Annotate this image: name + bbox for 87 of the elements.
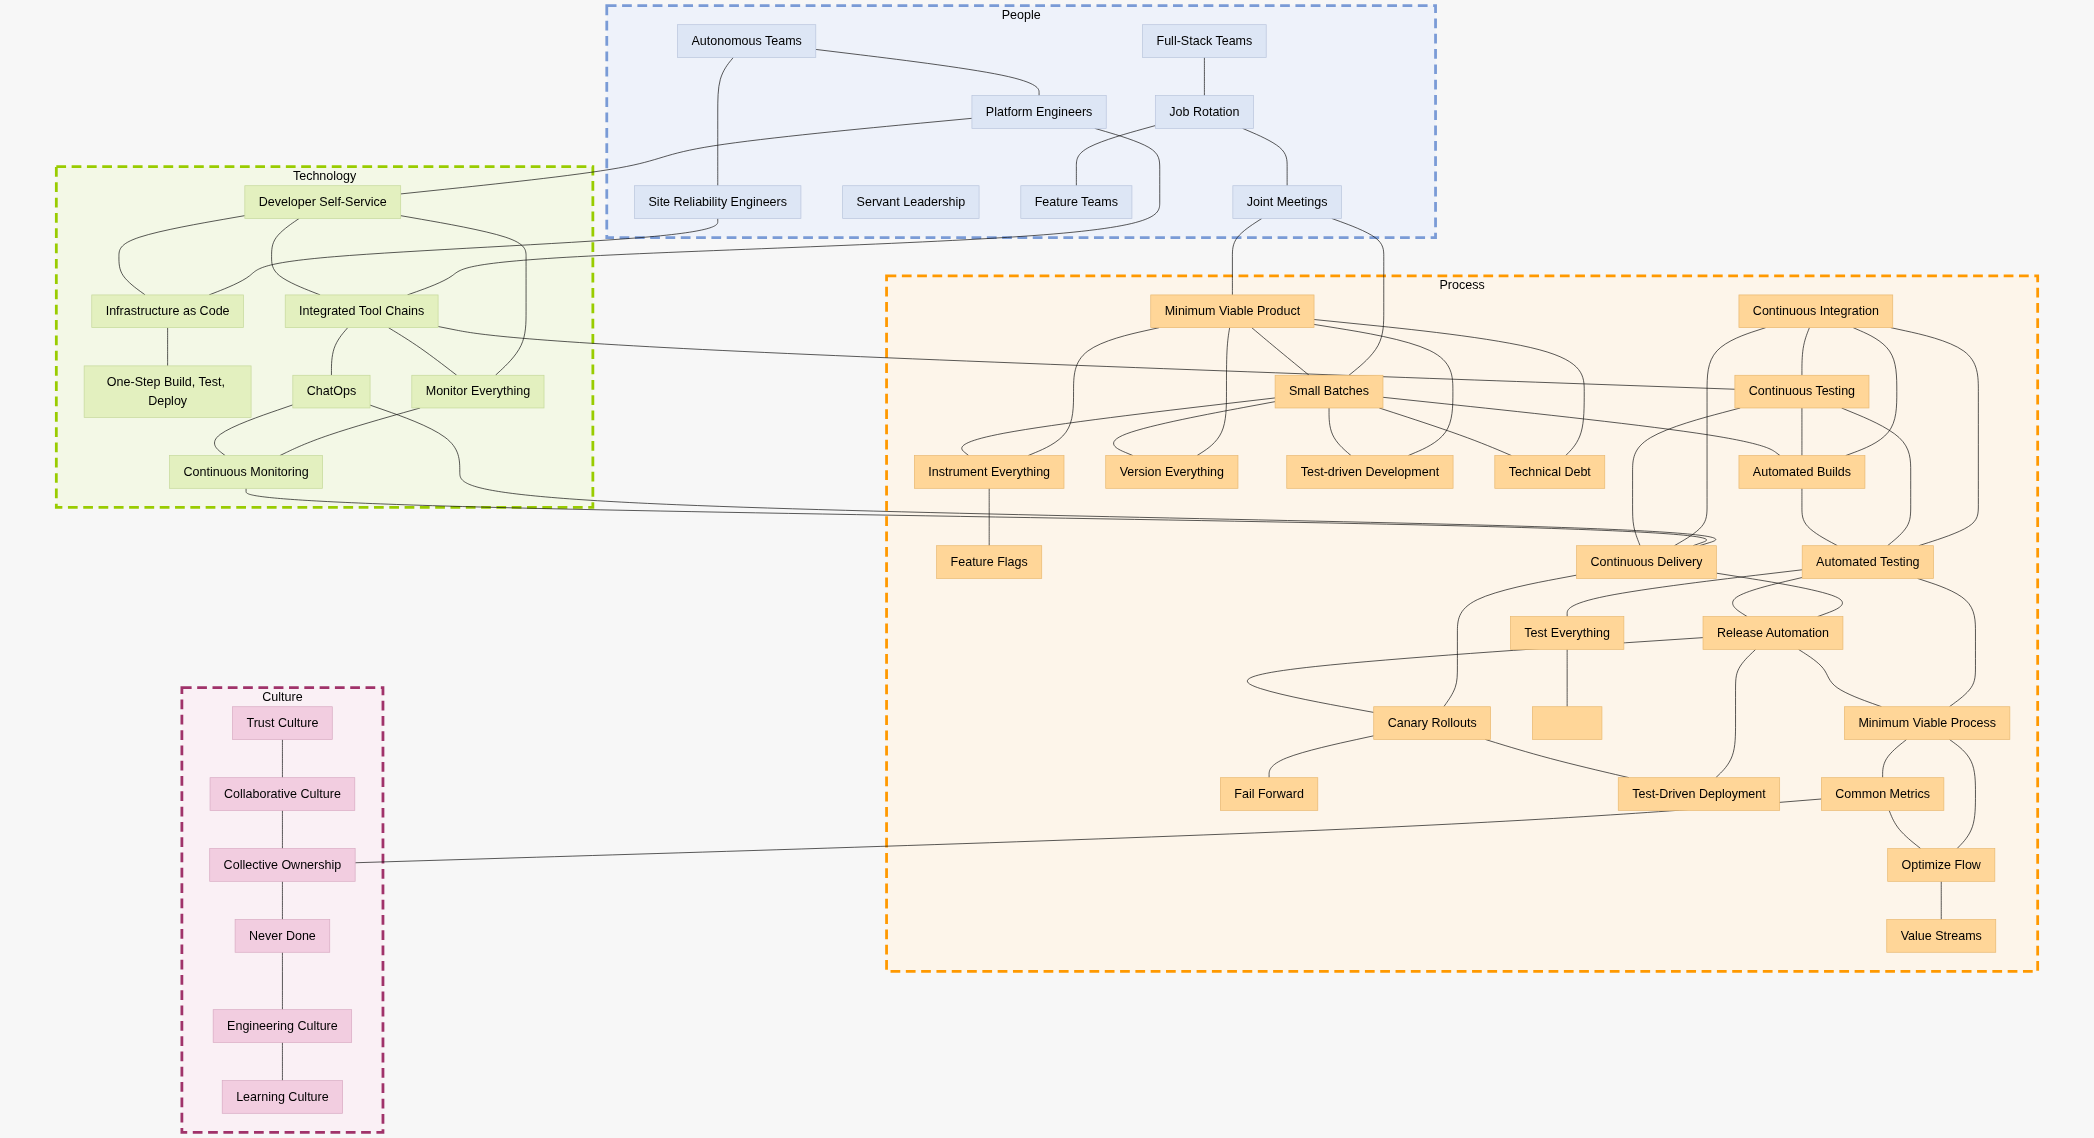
node-box: Integrated Tool Chains [284, 294, 439, 328]
connector [245, 487, 1707, 547]
node-box: Infrastructure as Code [91, 294, 244, 328]
node-box: Servant Leadership [842, 185, 980, 219]
node-box: Site Reliability Engineers [634, 185, 802, 219]
node-box: Monitor Everything [411, 374, 545, 409]
connector [1716, 572, 1843, 617]
node-box: Trust Culture [232, 706, 333, 740]
connector [354, 798, 1822, 864]
connector [1328, 407, 1352, 456]
node-box: Full-Stack Teams [1142, 24, 1267, 58]
connector [1801, 327, 1810, 376]
node-box: Test Everything [1510, 616, 1625, 650]
connector [1882, 739, 1907, 779]
connector [1888, 810, 1922, 849]
node-box: ChatOps [292, 374, 371, 409]
node-box: Version Everything [1105, 455, 1239, 489]
node-box: Autonomous Teams [677, 24, 817, 58]
connector [282, 810, 283, 849]
connector [1949, 739, 1976, 849]
node-box: Automated Testing [1801, 545, 1934, 579]
node-box: Minimum Viable Process [1844, 706, 2011, 740]
node-box: Fail Forward [1220, 777, 1319, 811]
node-box: Developer Self-Service [244, 185, 402, 219]
node-box: Never Done [234, 919, 331, 953]
node-box: Technical Debt [1494, 455, 1606, 489]
connector [1313, 319, 1585, 456]
connector [1232, 218, 1263, 296]
connector [167, 327, 168, 367]
node-box: Common Metrics [1821, 777, 1945, 811]
node-box: Feature Teams [1020, 185, 1133, 219]
connector [1801, 487, 1838, 547]
node-box: Feature Flags [936, 545, 1043, 579]
connector [1204, 57, 1205, 96]
node-box: Small Batches [1274, 374, 1384, 409]
connector [815, 49, 1040, 96]
connector [1566, 569, 1803, 617]
node-box: One-Step Build, Test, Deploy [83, 365, 252, 418]
connector [437, 326, 1736, 390]
node-box: Canary Rollouts [1373, 706, 1491, 740]
node-box [1532, 706, 1603, 740]
node-box: Continuous Integration [1738, 294, 1894, 328]
node-box: Job Rotation [1155, 95, 1254, 129]
connector [717, 57, 734, 187]
node-box: Collective Ownership [209, 848, 356, 882]
node-box: Optimize Flow [1887, 848, 1996, 882]
connector [1715, 649, 1757, 779]
node-box: Continuous Delivery [1576, 545, 1717, 579]
node-box: Test-Driven Deployment [1617, 777, 1781, 811]
node-box: Joint Meetings [1232, 185, 1342, 219]
connector [369, 404, 1717, 547]
connector [1313, 324, 1454, 456]
connector [1841, 407, 1912, 547]
connector [282, 951, 283, 1010]
node-box: Minimum Viable Product [1150, 294, 1315, 328]
node-box: Test-driven Development [1286, 455, 1454, 489]
connector [1113, 401, 1276, 456]
node-box: Continuous Monitoring [169, 455, 323, 489]
connector [118, 215, 246, 296]
connector [1242, 128, 1288, 187]
connector [331, 327, 349, 376]
connector [400, 215, 527, 376]
connector [1732, 577, 1803, 617]
connector [388, 327, 458, 376]
connector [1196, 327, 1230, 456]
node-box: Collaborative Culture [209, 777, 356, 811]
connector [400, 117, 973, 195]
connector [1890, 327, 1979, 547]
connector [282, 1042, 283, 1081]
connector [214, 404, 294, 456]
connector [1382, 396, 1781, 456]
connector [1443, 574, 1577, 708]
node-box: Engineering Culture [212, 1009, 353, 1043]
connector [1251, 327, 1310, 376]
connector [1076, 125, 1156, 187]
node-box: Learning Culture [221, 1080, 343, 1114]
connector [988, 487, 990, 547]
node-box: Platform Engineers [971, 95, 1107, 129]
node-box: Automated Builds [1738, 455, 1866, 489]
node-box: Instrument Everything [914, 455, 1065, 489]
connector [282, 880, 283, 920]
connector [282, 739, 283, 779]
node-box: Release Automation [1702, 616, 1844, 650]
node-box: Continuous Testing [1734, 374, 1870, 409]
node-box: Value Streams [1886, 919, 1997, 953]
connector [961, 397, 1276, 456]
connector [1268, 735, 1375, 779]
